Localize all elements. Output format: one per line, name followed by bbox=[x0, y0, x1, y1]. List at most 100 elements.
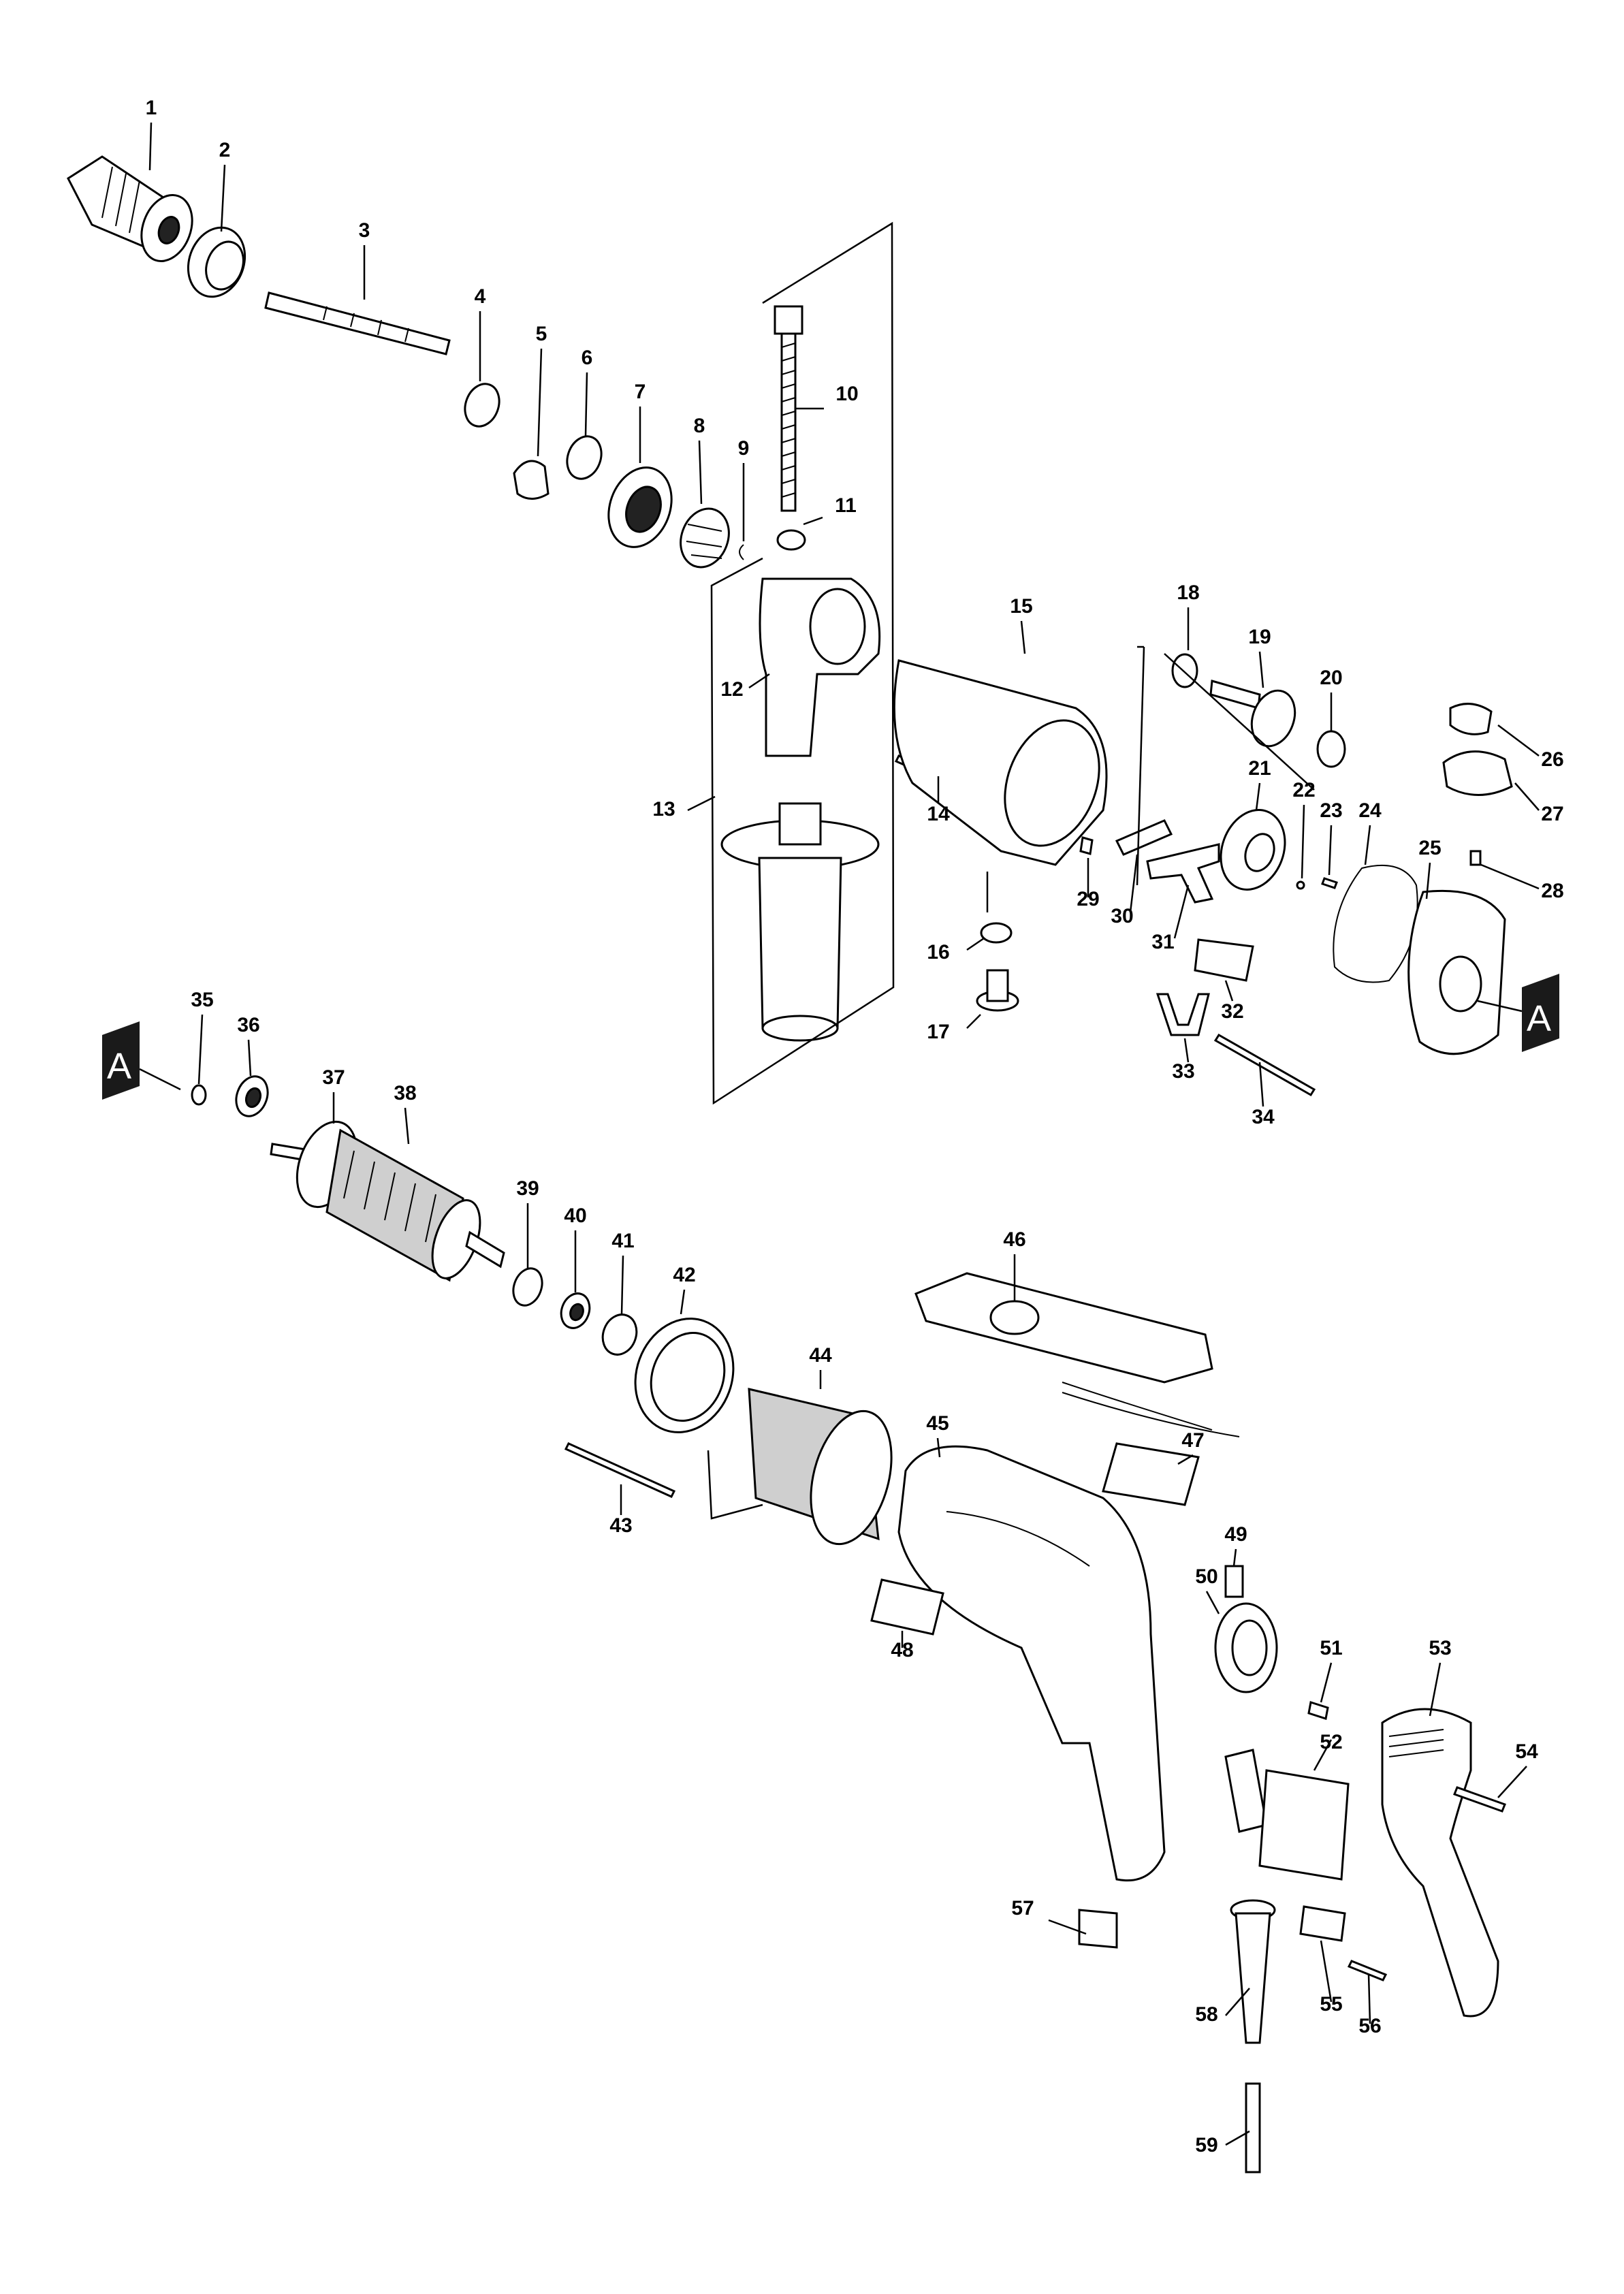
part-42-baffle-plate bbox=[634, 1318, 735, 1433]
callout-53: 53 bbox=[1429, 1637, 1451, 1659]
part-36-bearing bbox=[235, 1075, 269, 1117]
leader-line-32 bbox=[1224, 980, 1234, 1002]
leader-line-59 bbox=[1225, 2130, 1250, 2146]
part-45-motor-housing bbox=[897, 1445, 1166, 1882]
leader-line-33 bbox=[1183, 1038, 1190, 1063]
part-44-field bbox=[748, 1388, 893, 1546]
callout-3: 3 bbox=[359, 219, 370, 242]
part-26-lever bbox=[1449, 703, 1493, 735]
leader-line-22 bbox=[1301, 804, 1305, 879]
callout-31: 31 bbox=[1151, 931, 1174, 953]
part-2-sleeve bbox=[187, 226, 246, 298]
callout-19: 19 bbox=[1248, 626, 1271, 648]
leader-line-55 bbox=[1320, 1940, 1333, 2003]
leader-line-17 bbox=[966, 1014, 981, 1029]
callout-49: 49 bbox=[1224, 1523, 1247, 1546]
part-22-steel-ball bbox=[1296, 880, 1305, 890]
callout-42: 42 bbox=[673, 1264, 695, 1286]
part-25-bearing-box bbox=[1407, 889, 1506, 1055]
part-34-rod bbox=[1213, 1033, 1316, 1097]
leader-line-19 bbox=[1258, 651, 1264, 688]
marker-a-left-box bbox=[102, 1021, 140, 1100]
part-7-ball-bearing bbox=[607, 466, 673, 548]
side-handle-bracket bbox=[710, 221, 895, 1105]
leader-line-5 bbox=[537, 348, 543, 457]
part-57-suppressor bbox=[1078, 1909, 1118, 1949]
part-51-carbon-brush bbox=[1307, 1701, 1329, 1720]
part-12-grip-clamp bbox=[759, 577, 881, 757]
part-8-cam bbox=[680, 507, 730, 569]
callout-20: 20 bbox=[1320, 667, 1342, 689]
part-21-gear bbox=[1220, 809, 1286, 891]
leader-line-28 bbox=[1480, 863, 1540, 890]
leader-line-2 bbox=[220, 164, 226, 232]
part-11-nut bbox=[776, 529, 806, 551]
part-17-knob bbox=[976, 969, 1019, 1012]
leader-line-6 bbox=[584, 372, 588, 436]
callout-16: 16 bbox=[927, 941, 949, 963]
callout-13: 13 bbox=[652, 798, 675, 821]
part-16-o-ring bbox=[980, 922, 1013, 944]
part-47-label bbox=[1102, 1442, 1200, 1506]
part-49-brush-cap bbox=[1224, 1565, 1244, 1598]
callout-50: 50 bbox=[1195, 1565, 1217, 1588]
callout-38: 38 bbox=[394, 1082, 416, 1104]
field-bracket bbox=[707, 1450, 763, 1520]
leader-line-8 bbox=[698, 440, 703, 505]
callout-30: 30 bbox=[1111, 905, 1133, 927]
part-53-handle-cover bbox=[1381, 1708, 1499, 2018]
callout-26: 26 bbox=[1541, 748, 1563, 771]
callout-44: 44 bbox=[809, 1344, 832, 1367]
callout-36: 36 bbox=[237, 1014, 259, 1036]
part-32-block bbox=[1194, 938, 1254, 982]
part-13-side-handle bbox=[720, 802, 880, 1042]
callout-47: 47 bbox=[1181, 1429, 1204, 1452]
callout-14: 14 bbox=[927, 803, 950, 825]
leader-line-51 bbox=[1320, 1662, 1333, 1703]
callout-48: 48 bbox=[891, 1639, 913, 1661]
callout-29: 29 bbox=[1077, 888, 1099, 910]
callout-59: 59 bbox=[1195, 2134, 1217, 2156]
part-15-gear-housing bbox=[893, 659, 1108, 866]
leader-line-41 bbox=[620, 1255, 624, 1315]
part-31-shift-arm bbox=[1146, 843, 1220, 904]
callout-7: 7 bbox=[635, 381, 646, 403]
gear-shaft-guide bbox=[1137, 646, 1315, 791]
leader-line-1 bbox=[148, 122, 153, 171]
callout-54: 54 bbox=[1515, 1740, 1538, 1763]
callout-34: 34 bbox=[1252, 1106, 1275, 1128]
leader-line-31 bbox=[1173, 885, 1190, 939]
callout-6: 6 bbox=[582, 347, 593, 369]
callout-22: 22 bbox=[1292, 779, 1315, 801]
part-9-snap-ring bbox=[739, 544, 744, 560]
callout-32: 32 bbox=[1221, 1000, 1243, 1023]
marker-a-left-text: A bbox=[107, 1046, 131, 1087]
callout-45: 45 bbox=[926, 1412, 949, 1435]
part-56-screw bbox=[1347, 1960, 1388, 1981]
callout-11: 11 bbox=[835, 494, 857, 517]
callout-35: 35 bbox=[191, 989, 213, 1011]
leader-line-38 bbox=[404, 1107, 410, 1145]
marker-a-right-box bbox=[1522, 974, 1559, 1052]
callout-10: 10 bbox=[835, 383, 858, 405]
callout-23: 23 bbox=[1320, 799, 1342, 822]
leader-line-16 bbox=[966, 937, 985, 951]
callout-25: 25 bbox=[1418, 837, 1441, 859]
part-24-gasket bbox=[1333, 864, 1418, 983]
callout-46: 46 bbox=[1003, 1228, 1025, 1251]
leader-line-52 bbox=[1313, 1739, 1333, 1771]
part-52-switch bbox=[1224, 1749, 1350, 1881]
gear-housing-bracket bbox=[1136, 646, 1145, 886]
callout-41: 41 bbox=[611, 1230, 634, 1252]
part-40-bearing bbox=[560, 1292, 591, 1329]
callout-21: 21 bbox=[1248, 757, 1271, 780]
marker-a-left: A bbox=[102, 1021, 181, 1100]
callout-12: 12 bbox=[720, 678, 743, 701]
callout-33: 33 bbox=[1172, 1060, 1194, 1083]
part-50-brush-holder bbox=[1214, 1602, 1278, 1693]
marker-a-right-text: A bbox=[1527, 998, 1551, 1039]
leader-line-34 bbox=[1258, 1062, 1264, 1107]
part-5-retainer bbox=[513, 460, 550, 500]
